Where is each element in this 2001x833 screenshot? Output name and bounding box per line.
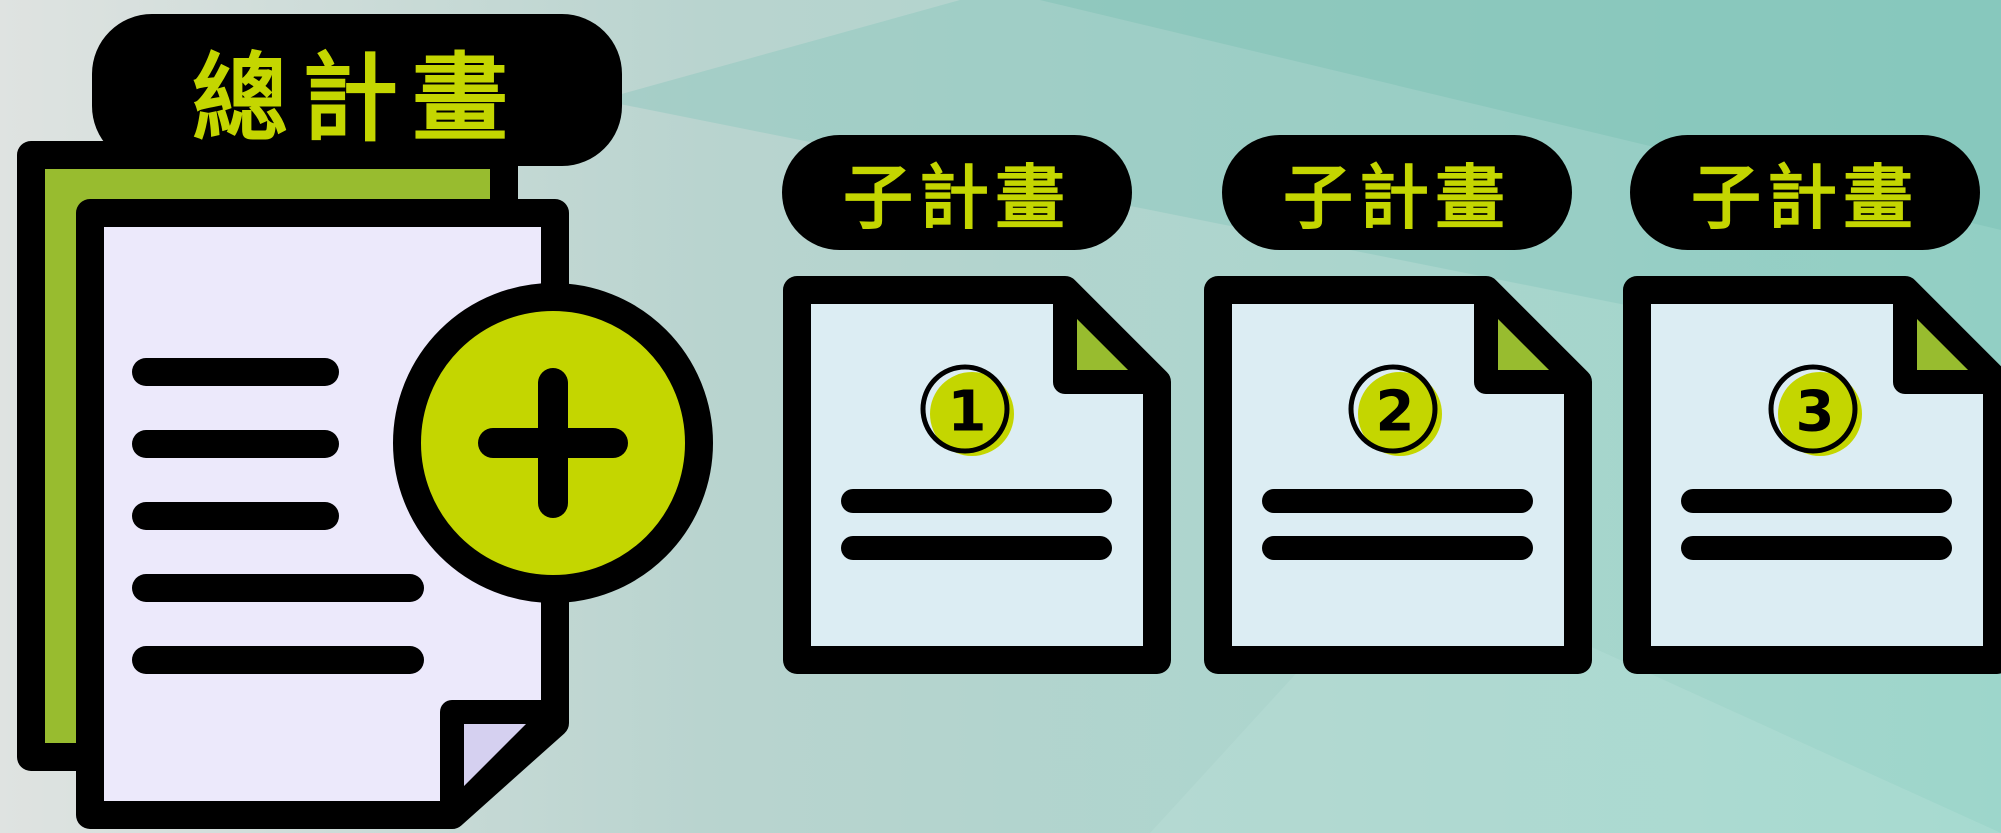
sub-plan-title: 子計畫	[843, 157, 1071, 239]
sub-plan-document-icon-2: 2	[1204, 276, 1592, 674]
main-text-lines	[132, 358, 424, 674]
number-label: 3	[1796, 380, 1835, 445]
sub-plan-label-3: 子計畫	[1630, 135, 1980, 250]
number-badge: 2	[1348, 364, 1442, 456]
background-facet	[700, 560, 2001, 833]
sub-plan-label-2: 子計畫	[1222, 135, 1572, 250]
page-fold	[1893, 278, 2001, 394]
sub-plan-label-1: 子計畫	[782, 135, 1132, 250]
plus-icon	[393, 283, 713, 603]
sub-plan-document-icon-3: 3	[1623, 276, 2001, 674]
page-fold	[1053, 278, 1169, 394]
number-label: 2	[1376, 380, 1415, 445]
sub-plan-title: 子計畫	[1691, 157, 1919, 239]
number-label: 1	[948, 380, 987, 445]
number-badge: 1	[920, 364, 1014, 456]
sub-plan-title: 子計畫	[1283, 157, 1511, 239]
sub-plan-document-icon-1: 1	[783, 276, 1171, 674]
page-fold	[440, 700, 567, 827]
page-fold	[1474, 278, 1590, 394]
number-badge: 3	[1768, 364, 1862, 456]
main-plan-label: 總計畫	[92, 14, 622, 166]
main-plan-title: 總計畫	[192, 42, 522, 155]
